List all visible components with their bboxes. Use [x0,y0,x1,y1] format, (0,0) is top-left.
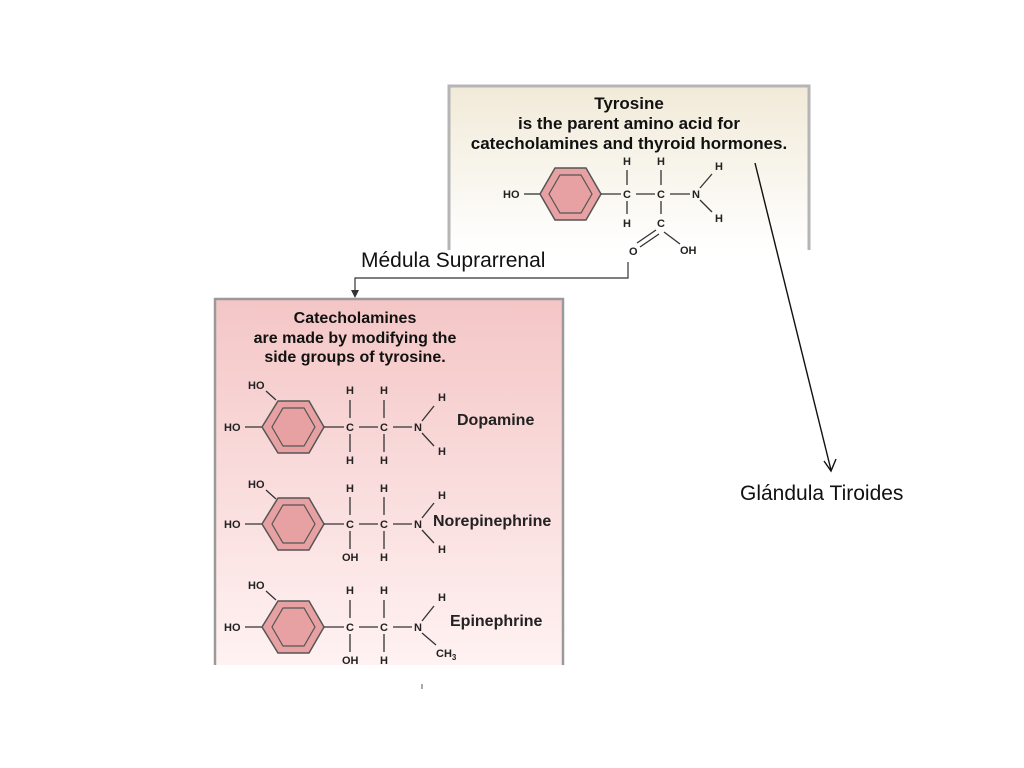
svg-text:H: H [438,392,446,404]
tyrosine-benzene-ring [539,167,602,221]
svg-text:H: H [346,385,354,397]
svg-text:HO: HO [224,422,241,434]
svg-text:H: H [715,213,723,225]
svg-text:H: H [380,483,388,495]
svg-text:H: H [380,455,388,467]
svg-text:H: H [346,585,354,597]
adrenal-medulla-label: Médula Suprarrenal [361,249,545,272]
tyrosine-panel: Tyrosine is the parent amino acid for ca… [447,84,811,258]
dopamine-label: Dopamine [457,412,534,429]
svg-text:N: N [692,189,700,201]
svg-text:OH: OH [680,245,697,257]
svg-text:OH: OH [342,655,359,667]
svg-text:H: H [438,544,446,556]
svg-text:N: N [414,422,422,434]
svg-text:H: H [438,592,446,604]
catecholamines-panel: Catecholamines are made by modifying the… [213,297,565,667]
catecholamines-description-line-2: side groups of tyrosine. [264,349,445,366]
svg-text:HO: HO [224,622,241,634]
svg-text:OH: OH [342,552,359,564]
catecholamines-description-line-1: are made by modifying the [254,330,457,347]
svg-text:H: H [380,655,388,667]
svg-text:C: C [346,422,354,434]
catecholamines-title: Catecholamines [294,310,417,327]
norepinephrine-label: Norepinephrine [433,513,551,530]
tyrosine-panel-border [447,84,811,250]
dopamine-structure: HO HO C H H C H H N H H [224,380,446,467]
svg-text:C: C [380,519,388,531]
adrenal-pathway-arrow [351,262,629,298]
svg-text:O: O [629,246,638,258]
svg-text:HO: HO [248,580,265,592]
svg-text:C: C [346,519,354,531]
svg-text:N: N [414,622,422,634]
svg-text:C: C [380,622,388,634]
svg-text:C: C [380,422,388,434]
svg-text:CH3: CH3 [436,648,457,662]
catecholamines-panel-background [215,299,563,665]
svg-text:C: C [657,189,665,201]
tyrosine-title: Tyrosine [594,94,664,113]
svg-text:H: H [346,455,354,467]
svg-text:H: H [623,156,631,168]
tyrosine-description-line-2: catecholamines and thyroid hormones. [471,134,787,153]
epinephrine-label: Epinephrine [450,613,543,630]
dopamine-benzene-ring [261,400,325,454]
thyroid-pathway-arrow [754,162,837,473]
svg-text:C: C [623,189,631,201]
svg-text:H: H [715,161,723,173]
tyrosine-ho-atom: HO [503,189,520,201]
svg-text:HO: HO [248,380,265,392]
svg-text:H: H [623,218,631,230]
svg-text:C: C [657,218,665,230]
catecholamines-panel-border [213,297,565,665]
tyrosine-panel-background [449,86,809,251]
thyroid-gland-label: Glándula Tiroides [740,482,903,505]
svg-text:H: H [657,156,665,168]
epinephrine-structure: HO HO C H OH C H H N H CH3 [224,580,457,667]
svg-text:H: H [438,490,446,502]
svg-text:H: H [380,552,388,564]
svg-text:H: H [346,483,354,495]
svg-text:HO: HO [224,519,241,531]
epinephrine-benzene-ring [261,600,325,654]
norepinephrine-structure: HO HO C H OH C H H N H H [224,479,446,564]
tyrosine-description-line-1: is the parent amino acid for [518,114,740,133]
svg-text:H: H [438,446,446,458]
norepinephrine-benzene-ring [261,497,325,551]
svg-text:HO: HO [248,479,265,491]
svg-text:H: H [380,385,388,397]
svg-text:N: N [414,519,422,531]
svg-text:H: H [380,585,388,597]
tyrosine-structure: HO C H H C H C N H H O OH [503,156,723,258]
svg-text:C: C [346,622,354,634]
